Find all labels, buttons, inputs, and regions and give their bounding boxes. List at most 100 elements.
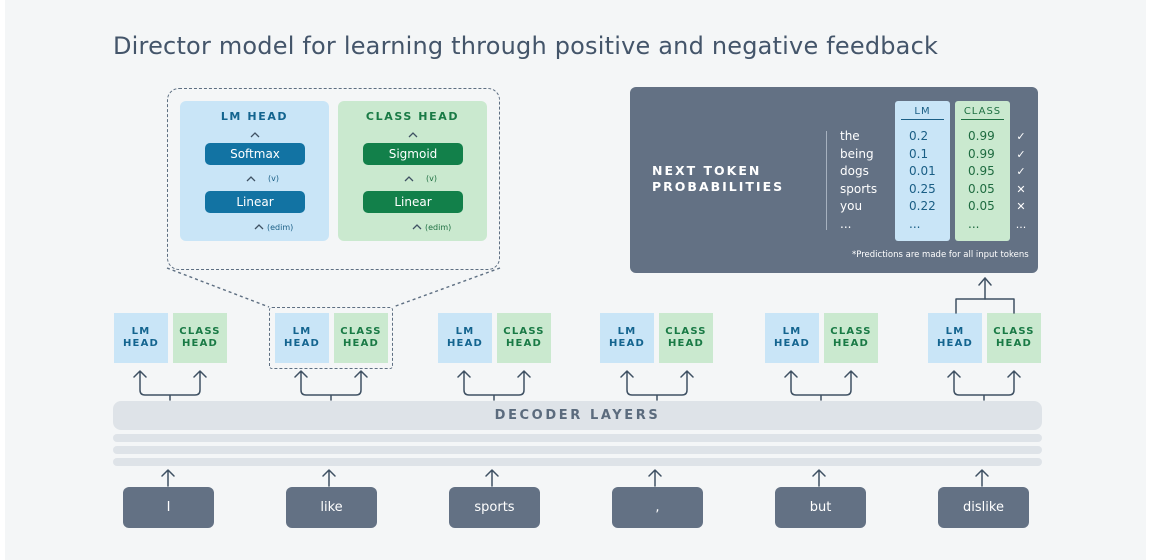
lm-head-line1: LM [131,326,151,337]
lm-probability: 0.1 [909,146,929,161]
caret-up-icon [412,224,421,230]
sigmoid-block: Sigmoid [363,143,463,165]
lm-head-line1: LM [292,326,312,337]
class-head-line1: CLASS [665,326,707,337]
candidate-token: being [840,146,874,161]
decoder-layer-stripe [113,434,1042,442]
cross-icon: ✕ [1016,182,1026,196]
caret-up-icon [408,132,417,138]
fork-arrow-icon [294,370,368,401]
lm-head-line1: LM [455,326,475,337]
softmax-block: Softmax [205,143,305,165]
lm-head-detail: LM HEAD Softmax (v) Linear (edim) [180,101,329,241]
lm-probability: 0.2 [909,129,929,143]
next-token-label-line2: PROBABILITIES [652,179,785,194]
check-icon: ✓ [1016,165,1026,178]
fork-arrow-icon [133,370,207,401]
feedback-mark-list: ✓ ✓ ✓ ✕ ✕ ... [1014,128,1028,233]
lm-head-line2: HEAD [608,338,646,349]
caret-up-icon [404,176,413,182]
lm-probability: 0.22 [909,199,936,213]
class-column-header: CLASS [961,106,1004,120]
lm-column-header: LM [901,106,944,120]
class-edim-label: (edim) [425,223,452,232]
lm-head-detail-title: LM HEAD [220,110,289,123]
lm-head-line2: HEAD [122,338,160,349]
input-token: dislike [938,487,1029,528]
class-head-line2: HEAD [505,338,543,349]
fork-arrow-icon [620,370,694,401]
class-probability: 0.05 [968,199,995,213]
class-head-line1: CLASS [993,326,1035,337]
candidate-token: sports [840,181,878,196]
cross-icon: ✕ [1016,200,1026,213]
selected-head-dashed-frame [269,307,393,369]
class-vocab-dim-label: (v) [426,174,437,183]
check-icon: ✓ [1016,130,1026,143]
next-token-probabilities-label: NEXT TOKEN PROBABILITIES [652,163,812,195]
lm-head-line1: LM [617,326,637,337]
class-probability: 0.99 [968,129,995,143]
zoom-connector-lines [166,267,501,308]
candidate-token: dogs [840,164,869,178]
class-head-line1: CLASS [179,326,221,337]
lm-probability-column: LM [895,101,950,241]
class-linear-block: Linear [363,191,463,213]
arrow-up-icon [322,469,336,487]
lm-head-line1: LM [945,326,965,337]
decoder-layer-stripe [113,458,1042,466]
class-probability-column: CLASS [955,101,1010,241]
diagram-title: Director model for learning through posi… [113,32,939,60]
lm-head-line2: HEAD [283,338,321,349]
fork-arrow-icon [784,370,858,401]
class-probability: 0.99 [968,146,995,161]
candidate-token: the [840,129,860,143]
class-head-line2: HEAD [181,338,219,349]
candidate-token: you [840,199,863,213]
class-head-detail-title: CLASS HEAD [365,110,460,123]
lm-probability-values: 0.2 0.1 0.01 0.25 0.22 ... [909,128,936,233]
last-head-output-connector [955,277,1015,314]
detail-dashed-frame [167,88,500,270]
lm-vocab-dim-label: (v) [268,174,279,183]
lm-head-line2: HEAD [446,338,484,349]
class-head-line2: HEAD [832,338,870,349]
arrow-up-icon [975,469,989,487]
next-token-label-line1: NEXT TOKEN [652,163,762,178]
fork-arrow-icon [947,370,1021,401]
lm-head-line2: HEAD [936,338,974,349]
arrow-up-icon [161,469,175,487]
lm-head-line1: LM [782,326,802,337]
candidate-token: ... [840,216,852,231]
check-icon: ✓ [1016,147,1026,161]
candidate-token-list: the being dogs sports you ... [840,128,877,233]
lm-probability: 0.25 [909,181,936,196]
input-token: , [612,487,703,528]
class-head-line2: HEAD [995,338,1033,349]
lm-probability: ... [909,216,921,231]
arrow-up-icon [648,469,662,487]
caret-up-icon [250,132,259,138]
lm-head-line2: HEAD [773,338,811,349]
decoder-layers-bar: DECODER LAYERS [113,401,1042,430]
class-probability-values: 0.99 0.99 0.95 0.05 0.05 ... [968,128,995,233]
class-head-line1: CLASS [830,326,872,337]
input-token: I [123,487,214,528]
class-head-line1: CLASS [503,326,545,337]
fork-arrow-icon [457,370,531,401]
caret-up-icon [246,176,255,182]
class-head-detail: CLASS HEAD Sigmoid (v) Linear (edim) [338,101,487,241]
class-probability: 0.95 [968,164,995,178]
